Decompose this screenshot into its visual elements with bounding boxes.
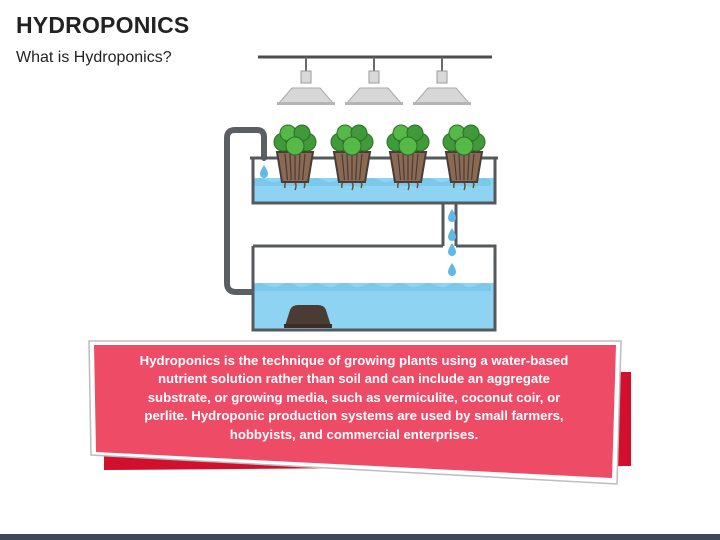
plant-pot-icon (442, 124, 486, 191)
plant-pot-icon (273, 124, 317, 191)
page-title: HYDROPONICS (16, 12, 190, 38)
water-pump-icon (284, 305, 332, 328)
grow-lamp-icon (277, 57, 335, 105)
plants (273, 124, 486, 191)
bottom-bar (0, 534, 720, 540)
description-box-fill (94, 345, 616, 478)
plant-pot-icon (386, 124, 430, 191)
drain-pipe (441, 203, 458, 246)
grow-lamp-icon (345, 57, 403, 105)
grow-lights (258, 55, 492, 105)
grow-lamp-icon (413, 57, 471, 105)
page-subtitle: What is Hydroponics? (16, 49, 172, 66)
plant-pot-icon (330, 124, 374, 191)
water-drop-icon (260, 165, 456, 276)
description-text: Hydroponics is the technique of growing … (139, 352, 569, 442)
